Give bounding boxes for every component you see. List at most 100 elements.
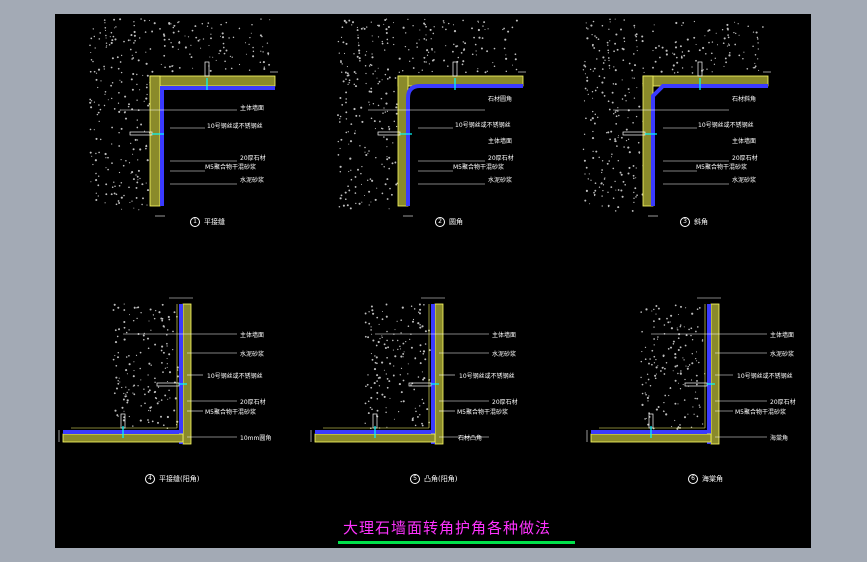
hatch-dot [424,330,427,333]
label-corner: 10mm圆角 [240,435,272,442]
hatch-dot [195,36,198,39]
hatch-dot [680,370,682,372]
hatch-dot [462,41,465,43]
hatch-dot [674,419,676,422]
hatch-dot [602,62,605,64]
hatch-dot [108,44,111,46]
hatch-dot [351,24,353,26]
hatch-dot [388,156,391,159]
hatch-dot [383,23,385,25]
hatch-dot [139,177,141,180]
hatch-dot [142,74,144,76]
hatch-dot [413,308,416,310]
stone-cladding [431,304,435,444]
hatch-dot [360,106,363,109]
hatch-dot [136,307,138,309]
hatch-dot [698,404,700,406]
hatch-dot [337,154,340,156]
hatch-dot [477,28,480,32]
hatch-dot [96,113,99,116]
hatch-dot [653,338,655,340]
hatch-dot [137,59,140,62]
hatch-dot [171,45,174,48]
hatch-dot [209,56,211,58]
hatch-dot [640,376,642,379]
hatch-dot [622,59,625,62]
hatch-dot [655,358,657,361]
hatch-dot [633,191,635,194]
label-corner: 石材斜角 [732,96,757,103]
hatch-dot [591,117,594,120]
hatch-dot [698,307,701,309]
hatch-dot [652,30,654,33]
hatch-dot [607,205,610,208]
hatch-dot [383,369,385,371]
hatch-dot [384,49,386,51]
hatch-dot [610,130,613,133]
hatch-dot [385,138,388,141]
hatch-dot [378,376,381,379]
hatch-dot [381,393,384,396]
hatch-dot [378,385,381,387]
hatch-dot [99,108,102,111]
hatch-dot [161,303,164,306]
hatch-dot [370,329,372,331]
hatch-dot [229,55,232,58]
hatch-dot [147,104,150,107]
hatch-dot [687,413,689,415]
hatch-dot [665,413,668,416]
hatch-dot [370,21,372,23]
hatch-dot [652,50,654,52]
hatch-dot [164,367,167,369]
hatch-dot [696,379,698,382]
hatch-dot [409,338,411,340]
hatch-dot [393,365,395,367]
hatch-dot [368,311,370,313]
hatch-dot [145,62,148,65]
hatch-dot [473,36,475,39]
hatch-dot [659,56,661,59]
hatch-dot [347,74,350,77]
hatch-dot [658,317,661,321]
hatch-dot [625,128,628,131]
hatch-dot [404,32,407,34]
hatch-dot [98,38,101,40]
hatch-dot [132,375,135,378]
hatch-dot [339,171,342,173]
hatch-dot [474,43,477,46]
hatch-dot [358,202,361,205]
hatch-dot [345,78,347,80]
hatch-dot [423,377,426,380]
hatch-dot [386,178,389,181]
hatch-dot [633,177,635,180]
hatch-dot [153,317,156,320]
hatch-dot [617,136,619,139]
hatch-dot [603,178,606,180]
hatch-dot [111,186,114,188]
hatch-dot [365,72,367,75]
hatch-dot [734,43,737,46]
hatch-dot [93,35,96,38]
hatch-dot [676,364,679,367]
hatch-dot [386,158,389,161]
hatch-dot [370,201,372,203]
hatch-dot [369,178,372,180]
hatch-dot [113,303,116,306]
hatch-dot [592,110,594,113]
hatch-dot [384,73,387,76]
hatch-dot [338,206,341,208]
hatch-dot [677,348,680,352]
hatch-dot [613,113,615,115]
hatch-dot [160,63,162,65]
hatch-dot [377,82,379,85]
hatch-dot [757,38,759,40]
hatch-dot [606,41,609,44]
hatch-dot [91,155,93,157]
hatch-dot [644,346,647,349]
hatch-dot [119,61,122,63]
hatch-dot [135,196,138,199]
hatch-dot [694,397,696,400]
hatch-dot [588,173,590,175]
hatch-dot [388,76,391,79]
hatch-dot [711,41,714,43]
